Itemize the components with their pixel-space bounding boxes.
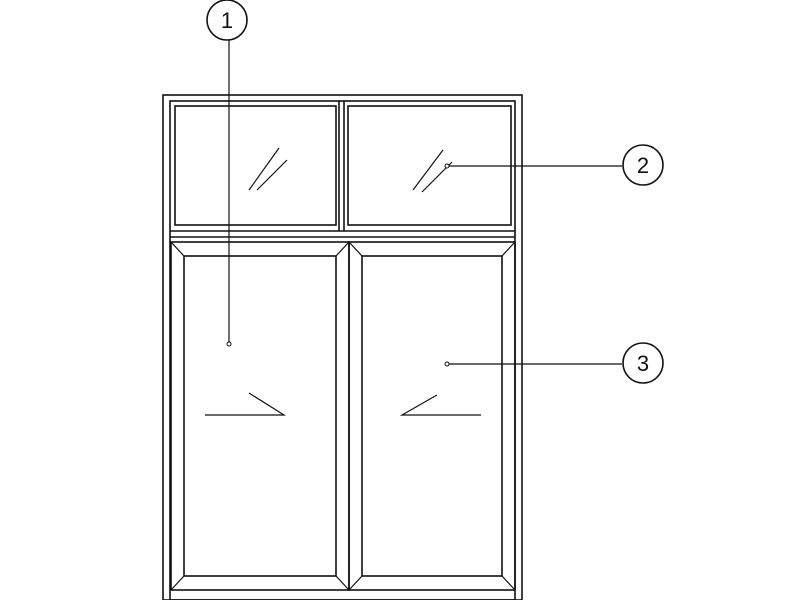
callout-3: 3 <box>622 342 664 384</box>
leader-dot-3 <box>444 361 450 367</box>
callout-circle-1 <box>206 0 248 41</box>
slide-arrow-right <box>399 394 481 416</box>
leader-lines <box>226 40 622 367</box>
sliding-sash-left <box>170 241 350 591</box>
sliding-sash-right <box>348 241 516 591</box>
transom-pane-left <box>174 105 337 226</box>
slide-arrow-left <box>205 392 287 416</box>
leader-dot-1 <box>226 341 232 347</box>
outer-frame <box>162 94 523 600</box>
callout-label-2: 2 <box>637 153 649 178</box>
callout-label-3: 3 <box>637 351 649 376</box>
transom-row <box>170 101 515 238</box>
callout-circle-2 <box>622 144 664 186</box>
leader-dot-2 <box>444 163 450 169</box>
callout-2: 2 <box>622 144 664 186</box>
callout-circle-3 <box>622 342 664 384</box>
callout-1: 1 <box>206 0 248 41</box>
callout-label-1: 1 <box>221 8 233 33</box>
